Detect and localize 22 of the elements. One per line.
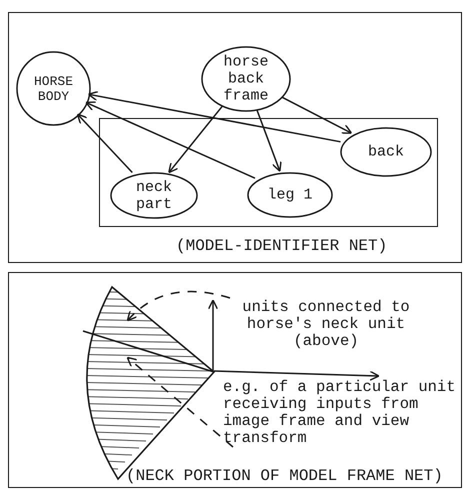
node-label: neck part	[134, 178, 173, 212]
arrow	[214, 370, 380, 381]
node-label: HORSE BODY	[32, 74, 74, 104]
annotation-text: e.g. of a particular unit receiving inputs from image frame and view transform	[223, 379, 457, 447]
arrow	[256, 110, 282, 172]
arrow	[168, 106, 223, 174]
node-label: back	[366, 144, 405, 160]
panel-frame	[8, 12, 462, 263]
arrow	[88, 90, 341, 143]
group-frame	[99, 118, 438, 227]
arrow	[281, 96, 352, 134]
node-label: horse back frame	[222, 54, 270, 104]
panel-frame	[8, 272, 462, 488]
panel-caption: (MODEL-IDENTIFIER NET)	[176, 237, 388, 255]
annotation-text: units connected to horse's neck unit (above)	[241, 299, 411, 350]
panel-caption: (NECK PORTION OF MODEL FRAME NET)	[126, 467, 443, 485]
node-label: leg 1	[266, 186, 314, 204]
arrow	[208, 299, 218, 371]
leader-line	[126, 356, 234, 448]
leader-line	[126, 290, 230, 322]
arrow	[85, 101, 256, 179]
arrow	[76, 113, 133, 173]
